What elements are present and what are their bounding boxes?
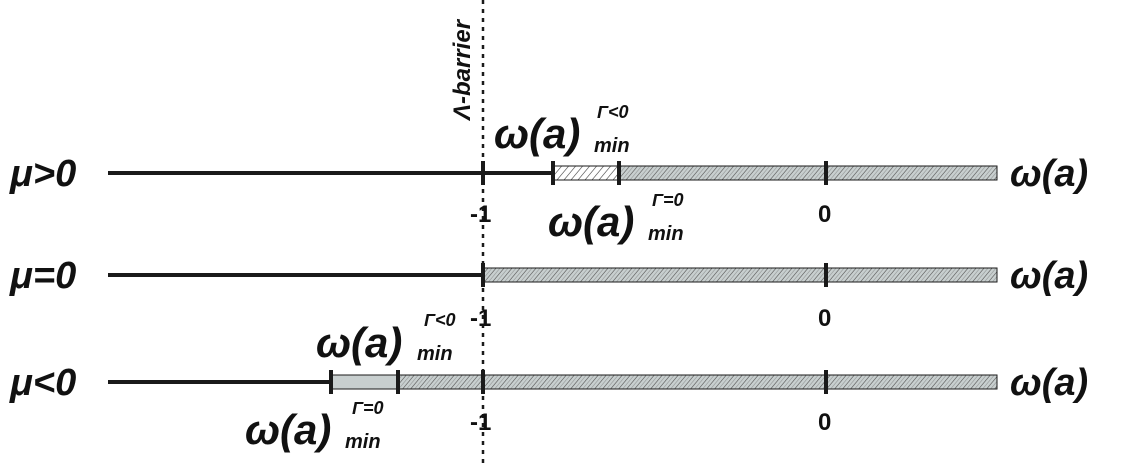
omega-min-gamma-neg-sup: Γ<0 <box>424 310 456 330</box>
lambda-barrier-label: Λ-barrier <box>449 18 476 122</box>
omega-min-gamma-zero-base: ω(a) <box>548 198 634 245</box>
omega-min-gamma-neg-sub: min <box>594 135 630 157</box>
axis-band-plain-shaded <box>330 374 399 390</box>
row-left-label: μ=0 <box>9 255 76 297</box>
tick-label-minus-one: -1 <box>470 305 491 332</box>
row-right-label: ω(a) <box>1010 255 1088 297</box>
row-right-label: ω(a) <box>1010 153 1088 195</box>
omega-min-gamma-neg-base: ω(a) <box>494 110 580 157</box>
tick-label-minus-one: -1 <box>470 409 491 436</box>
omega-min-gamma-zero-base: ω(a) <box>245 406 331 453</box>
tick-label-zero: 0 <box>818 305 831 332</box>
row-mu-zero: μ=0 -1 0 ω(a) <box>9 255 1088 332</box>
row-right-label: ω(a) <box>1010 362 1088 404</box>
omega-min-gamma-zero-sup: Γ=0 <box>352 398 384 418</box>
tick-label-zero: 0 <box>818 201 831 228</box>
row-mu-positive: μ>0 -1 0 ω(a) ω(a) Γ<0 min ω(a) Γ=0 min <box>9 102 1088 245</box>
row-mu-negative: μ<0 -1 0 ω(a) ω(a) Γ<0 min ω(a) Γ=0 min <box>9 310 1088 453</box>
omega-min-gamma-zero-sup: Γ=0 <box>652 190 684 210</box>
axis-band-shaded <box>618 165 998 181</box>
omega-min-gamma-zero-sub: min <box>648 223 684 245</box>
row-left-label: μ<0 <box>9 362 76 404</box>
omega-min-gamma-neg-sup: Γ<0 <box>597 102 629 122</box>
omega-min-gamma-zero-sub: min <box>345 431 381 453</box>
tick-label-minus-one: -1 <box>470 201 491 228</box>
row-left-label: μ>0 <box>9 153 76 195</box>
axis-band-light-hatched <box>552 165 620 181</box>
omega-min-gamma-neg-base: ω(a) <box>316 319 402 366</box>
axis-band-shaded <box>482 267 998 283</box>
axis-band-shaded <box>397 374 998 390</box>
omega-min-gamma-neg-sub: min <box>417 343 453 365</box>
tick-label-zero: 0 <box>818 409 831 436</box>
